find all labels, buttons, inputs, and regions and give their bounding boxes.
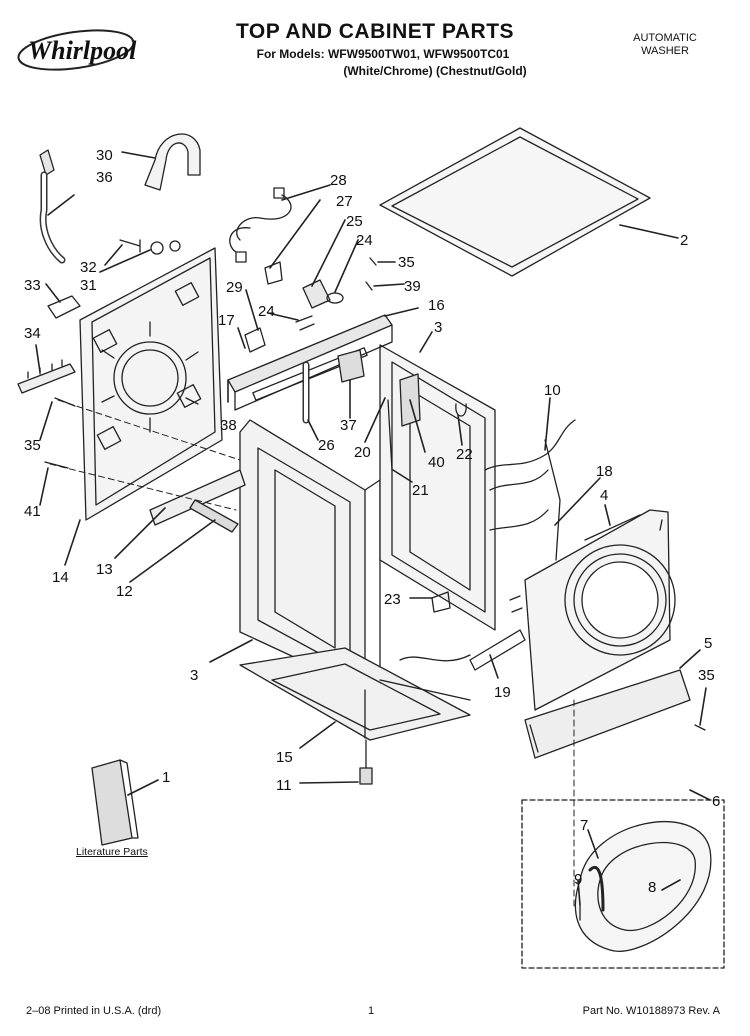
callout-34: 34 (24, 325, 41, 342)
console-frame-part (227, 314, 393, 411)
callout-21: 21 (412, 482, 429, 499)
rear-panel-part (79, 247, 223, 521)
callout-29: 29 (226, 279, 243, 296)
callout-40: 40 (428, 454, 445, 471)
callout-16: 16 (428, 297, 445, 314)
literature-parts-label: Literature Parts (76, 846, 148, 858)
callout-12: 12 (116, 583, 133, 600)
callout-25: 25 (346, 213, 363, 230)
callout-15: 15 (276, 749, 293, 766)
callout-11: 11 (276, 777, 292, 794)
callout-39: 39 (404, 278, 421, 295)
callout-26: 26 (318, 437, 335, 454)
models-line: For Models: WFW9500TW01, WFW9500TC01 (256, 47, 510, 61)
footer-page-number: 1 (368, 1005, 375, 1017)
callout-19: 19 (494, 684, 511, 701)
callout-35c: 35 (698, 667, 715, 684)
callout-6: 6 (712, 793, 720, 810)
callout-23: 23 (384, 591, 401, 608)
callout-9: 9 (574, 871, 582, 888)
leader-lines (35, 151, 711, 906)
seal-assembly-box (521, 799, 725, 969)
callout-13: 13 (96, 561, 113, 578)
callout-41: 41 (24, 503, 41, 520)
colors-line: (White/Chrome) (Chestnut/Gold) (343, 64, 527, 78)
callout-1: 1 (162, 769, 170, 786)
top-panel-part (379, 127, 651, 277)
callout-31: 31 (80, 277, 97, 294)
product-type: AUTOMATIC WASHER (610, 32, 720, 58)
callout-5: 5 (704, 635, 712, 652)
footer-print-info: 2–08 Printed in U.S.A. (drd) (26, 1005, 162, 1017)
callout-18: 18 (596, 463, 613, 480)
callout-2: 2 (680, 232, 688, 249)
whirlpool-logo: Whirlpool (17, 29, 137, 71)
fill-hose-parts (39, 133, 201, 264)
callout-4: 4 (600, 487, 608, 504)
callout-3-upper: 3 (434, 319, 442, 336)
callout-8: 8 (648, 879, 656, 896)
product-line-1: AUTOMATIC (633, 32, 697, 44)
callout-24: 24 (356, 232, 373, 249)
literature-part (91, 759, 139, 846)
front-panel-part (524, 509, 676, 711)
small-hardware-parts (17, 239, 246, 533)
callout-32: 32 (80, 259, 97, 276)
callout-labels: 30 36 32 31 33 34 35 41 14 13 12 28 27 2… (24, 147, 720, 896)
callout-28: 28 (330, 172, 347, 189)
callout-3-lower: 3 (190, 667, 198, 684)
reference-lines (49, 399, 575, 911)
footer-part-number: Part No. W10188973 Rev. A (582, 1005, 720, 1017)
callout-14: 14 (52, 569, 69, 586)
callout-10: 10 (544, 382, 561, 399)
callout-24b: 24 (258, 303, 275, 320)
base-part (239, 647, 471, 741)
callout-38: 38 (220, 417, 237, 434)
callout-27: 27 (336, 193, 353, 210)
wiring-and-valve-parts (229, 187, 377, 424)
callout-20: 20 (354, 444, 371, 461)
callout-22: 22 (456, 446, 473, 463)
callout-35: 35 (24, 437, 41, 454)
callout-37: 37 (340, 417, 357, 434)
callout-35b: 35 (398, 254, 415, 271)
product-line-2: WASHER (641, 45, 689, 57)
brand-wordmark: Whirlpool (28, 36, 137, 65)
page-title: TOP AND CABINET PARTS (235, 20, 515, 43)
callout-36: 36 (96, 169, 113, 186)
callout-30: 30 (96, 147, 113, 164)
callout-17: 17 (218, 312, 235, 329)
toe-panel-part (524, 669, 691, 759)
side-panel-part (379, 344, 496, 631)
callout-33: 33 (24, 277, 41, 294)
callout-7: 7 (580, 817, 588, 834)
